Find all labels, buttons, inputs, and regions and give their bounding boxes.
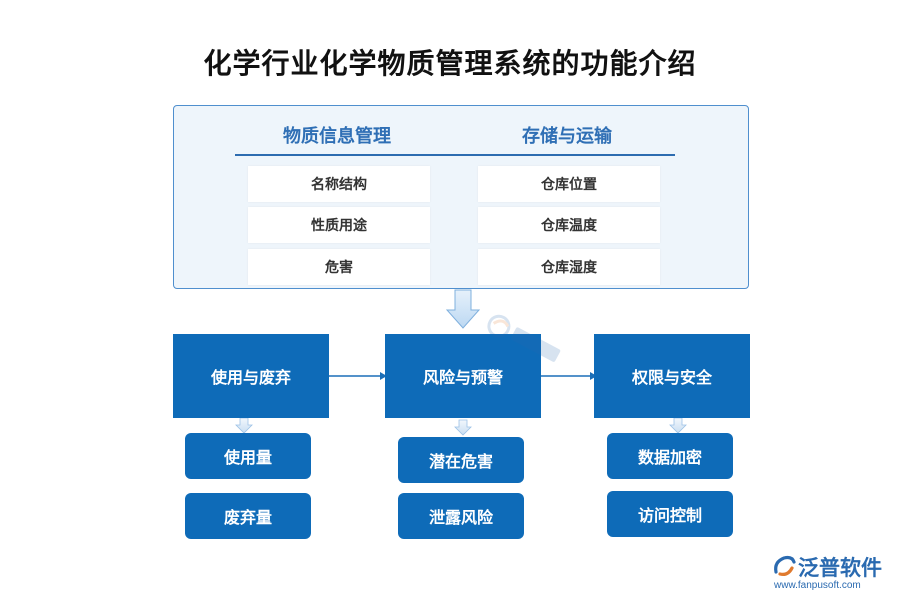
heading-divider [235, 154, 675, 156]
sub-potential-hazard: 潜在危害 [398, 437, 524, 483]
heading-material-info: 物质信息管理 [283, 126, 391, 147]
arrow-right-icon [329, 372, 387, 380]
small-down-arrow-icon [669, 417, 687, 434]
brand-name: 泛普软件 [798, 556, 882, 580]
watermark-logo-icon [487, 314, 561, 362]
sub-access-control: 访问控制 [607, 491, 733, 537]
sub-leak-risk: 泄露风险 [398, 493, 524, 539]
item-warehouse-humidity: 仓库湿度 [478, 249, 660, 285]
item-properties-use: 性质用途 [248, 207, 430, 243]
item-name-structure: 名称结构 [248, 166, 430, 202]
sub-usage-amount: 使用量 [185, 433, 311, 479]
box-usage-disposal: 使用与废弃 [173, 334, 329, 418]
item-warehouse-location: 仓库位置 [478, 166, 660, 202]
sub-data-encryption: 数据加密 [607, 433, 733, 479]
item-hazard: 危害 [248, 249, 430, 285]
box-permission-security: 权限与安全 [594, 334, 750, 418]
arrow-right-icon [541, 372, 597, 380]
small-down-arrow-icon [454, 419, 472, 436]
brand-logo: 泛普软件 www.fanpusoft.com [770, 552, 895, 594]
heading-storage-transport: 存储与运输 [522, 126, 612, 147]
down-arrow-icon [445, 289, 481, 329]
brand-url: www.fanpusoft.com [774, 580, 861, 591]
fanpu-logo-icon [774, 555, 796, 576]
sub-disposal-amount: 废弃量 [185, 493, 311, 539]
item-warehouse-temperature: 仓库温度 [478, 207, 660, 243]
box-risk-warning: 风险与预警 [385, 334, 541, 418]
small-down-arrow-icon [235, 417, 253, 434]
diagram-title: 化学行业化学物质管理系统的功能介绍 [203, 47, 697, 80]
